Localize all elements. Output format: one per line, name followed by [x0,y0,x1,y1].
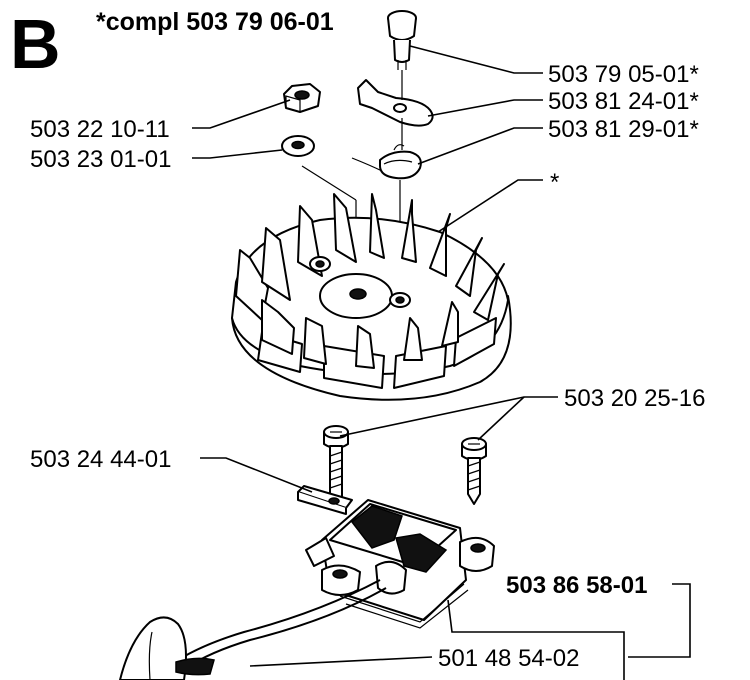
label-spring: 503 81 29-01* [548,116,699,143]
spring-part [351,144,422,180]
label-washer: 503 23 01-01 [30,146,171,173]
leader-lines [192,45,691,680]
label-pawl: 503 81 24-01* [548,88,699,115]
label-flywheel: * [550,169,559,196]
label-bracket: 503 24 44-01 [30,446,171,473]
label-screws: 503 20 25-16 [564,385,705,412]
label-cable: 501 48 54-02 [438,645,579,672]
assembly-note: *compl 503 79 06-01 [96,8,334,36]
screw-left-part [323,425,349,509]
washer-part [281,135,315,157]
axis-line [301,165,357,201]
screw-right-part [461,437,487,505]
label-nut: 503 22 10-11 [30,116,170,143]
section-letter: B [10,5,61,83]
label-ignition-module: 503 86 58-01 [506,572,647,599]
ignition-module-part [305,499,495,629]
nut-part [283,83,321,113]
flywheel-part [231,193,512,401]
cable-part [119,579,387,680]
pawl-part [357,79,434,127]
pin-part [387,10,417,70]
label-pin: 503 79 05-01* [548,61,699,88]
